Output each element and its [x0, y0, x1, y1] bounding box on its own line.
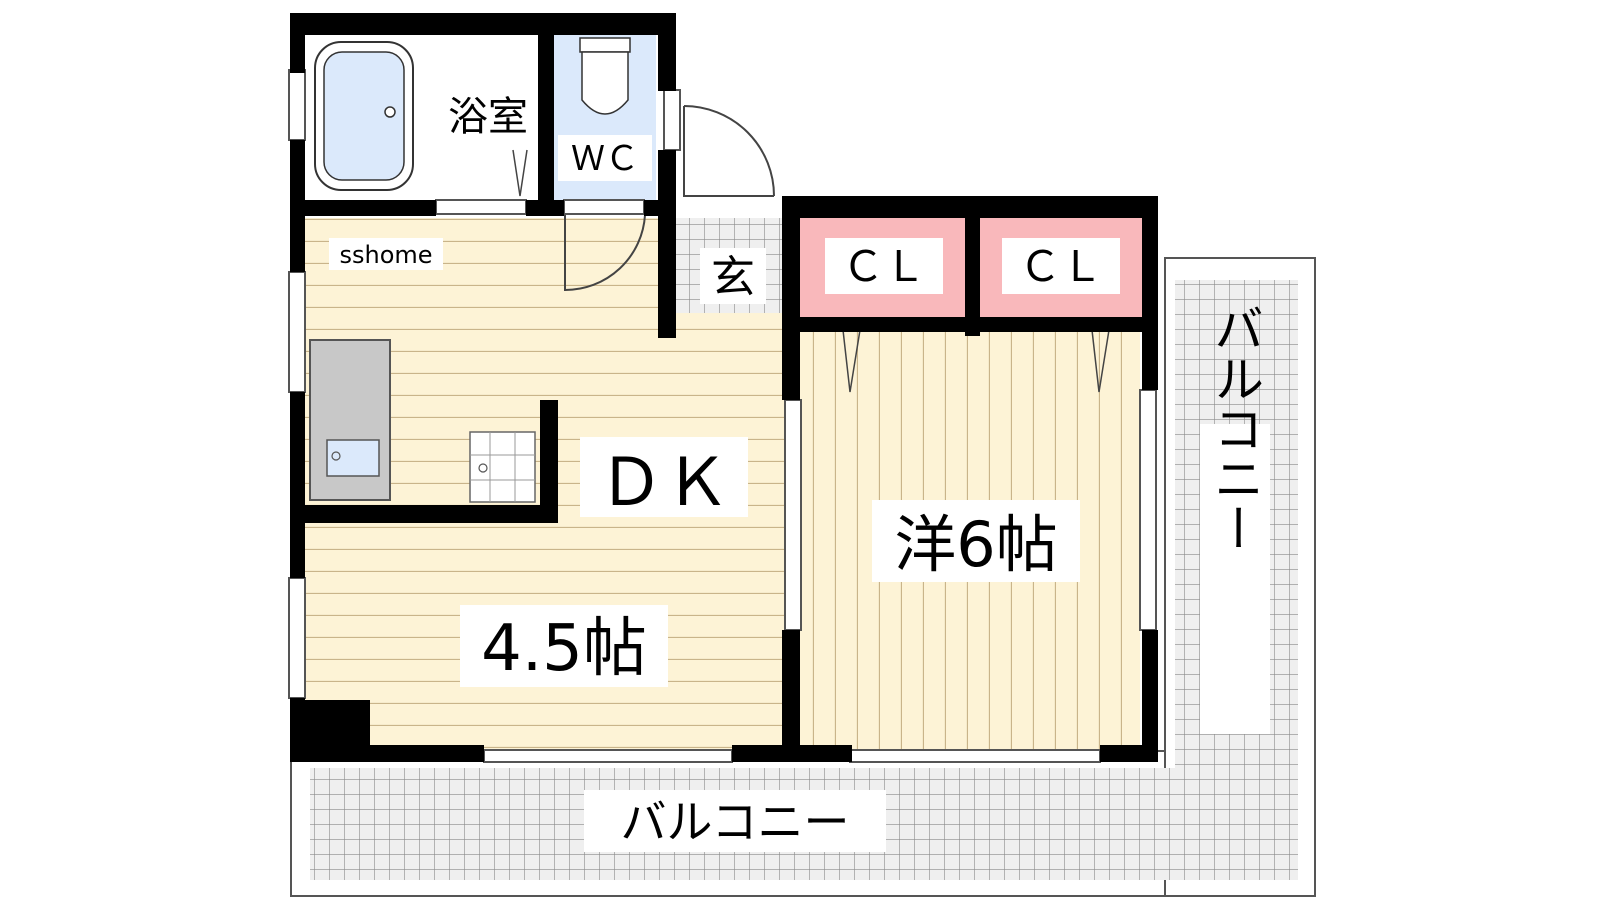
- bath-door: [564, 214, 646, 292]
- watermark-sshome: sshome: [339, 241, 432, 269]
- washer-space: [469, 431, 536, 503]
- western-room-label: 洋6帖: [894, 508, 1057, 581]
- dk-name-label: ＤＫ: [598, 444, 730, 521]
- closet-2-label: ＣＬ: [1019, 242, 1103, 291]
- closet-1-label: ＣＬ: [842, 242, 926, 291]
- closet-doors: [512, 149, 1110, 393]
- toilet: [579, 37, 631, 115]
- walls: [290, 13, 1158, 762]
- room-labels: 浴室 ＷＣ sshome 玄 ＣＬ ＣＬ ＤＫ 4.5帖 洋6帖 バルコニー バ…: [329, 92, 1270, 852]
- bath-label: 浴室: [448, 94, 528, 140]
- entrance-label: 玄: [711, 252, 755, 303]
- dk-size-label: 4.5帖: [481, 612, 647, 686]
- bathtub: [314, 41, 414, 191]
- balcony-south-label: バルコニー: [620, 795, 849, 849]
- wc-label: ＷＣ: [571, 139, 639, 179]
- entry-door: [683, 105, 775, 197]
- kitchen-counter: [309, 339, 391, 501]
- balcony-east-label: バルコニー: [1206, 303, 1264, 553]
